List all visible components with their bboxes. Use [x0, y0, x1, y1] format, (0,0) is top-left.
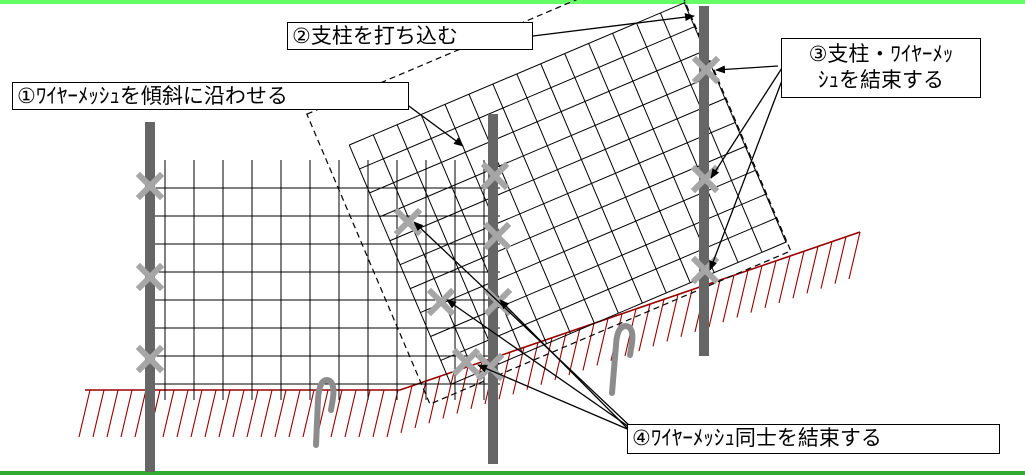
ground-hatch-line: [78, 389, 91, 438]
mesh-right-wire: [359, 25, 696, 170]
callout-step3-tie-post-and-mesh: ③支柱・ﾜｲﾔｰﾒｯ ｼｭを結束する: [781, 38, 981, 98]
ground-hatch-line: [344, 389, 357, 438]
ground-hatch-line: [274, 389, 287, 438]
ground-hatching: [78, 232, 861, 438]
ground-hatch-line: [680, 289, 693, 337]
ground-hatch-line: [134, 389, 147, 438]
ground-hatch-line: [428, 376, 441, 424]
ground-hatch-line: [834, 236, 847, 284]
support-posts: [145, 6, 709, 472]
ground-hatch-line: [246, 389, 259, 438]
ground-hatch-line: [288, 389, 301, 438]
mesh-right-wire: [379, 73, 716, 218]
ground-hatch-line: [848, 232, 861, 280]
ground-hatch-line: [708, 279, 721, 328]
ground-hatch-line: [218, 389, 231, 438]
callout-step1-wire-mesh-along-slope: ①ﾜｲﾔｰﾒｯｼｭを傾斜に沿わせる: [12, 82, 409, 110]
ground-hatch-line: [372, 389, 385, 438]
leader-step3-to-tie-bottom: [709, 69, 787, 271]
leader-step4-to-tie-b: [446, 299, 633, 430]
ground-hatch-line: [204, 389, 217, 438]
tie-x-mark: [482, 221, 512, 251]
ground-hatch-line: [330, 389, 343, 438]
ground-hatch-line: [764, 260, 777, 308]
leader-step4-to-tie-c: [477, 364, 633, 432]
callout-leader-lines: [397, 13, 787, 434]
ground-hatch-line: [736, 270, 749, 318]
ground-hatch-line: [92, 389, 105, 438]
ground-hatch-line: [302, 389, 315, 438]
ground-hatch-line: [596, 318, 609, 366]
leader-step4-to-tie-d: [499, 299, 633, 434]
ground-hatch-line: [820, 241, 833, 289]
ground-hatch-line: [120, 389, 133, 438]
ground-hatch-line: [162, 389, 175, 438]
ground-hatch-line: [666, 294, 679, 342]
tie-x-mark: [480, 161, 510, 191]
ground-hatch-line: [806, 246, 819, 294]
tie-x-mark: [135, 262, 165, 292]
mesh-right-wire: [399, 121, 737, 266]
tie-x-mark: [135, 344, 165, 374]
ground-hatch-line: [442, 371, 455, 419]
ground-hatch-line: [190, 389, 203, 438]
ground-hatch-line: [554, 332, 567, 381]
callout-step3-line2: ｼｭを結束する: [818, 68, 944, 92]
mesh-right-wire: [389, 97, 727, 242]
ground-hatch-line: [526, 342, 539, 390]
ground-hatch-line: [512, 347, 525, 395]
ground-hatch-line: [778, 255, 791, 304]
tie-x-mark: [135, 171, 165, 201]
tie-x-mark: [691, 55, 721, 85]
callout-step4-tie-meshes-together: ④ﾜｲﾔｰﾒｯｼｭ同士を結束する: [627, 424, 1000, 454]
ground-hatch-line: [386, 389, 399, 438]
leader-step2-to-post: [532, 13, 695, 37]
bottom-border-bar: [0, 471, 1025, 475]
leader-step3-to-tie-mid: [710, 67, 783, 179]
ground-surface: [78, 231, 861, 438]
mesh-right-grid: [348, 1, 788, 385]
ground-hatch-line: [652, 299, 665, 347]
anchor-pin-left: [313, 376, 337, 448]
ground-hatch-line: [414, 380, 427, 429]
top-border-bar: [0, 0, 1025, 4]
ground-hatch-line: [176, 389, 189, 438]
ground-hatch-line: [792, 251, 805, 299]
ground-hatch-line: [232, 389, 245, 438]
wire-mesh-left: [150, 160, 500, 400]
mesh-right-wire: [410, 145, 747, 290]
mesh-right-wire: [430, 193, 767, 337]
mesh-right-wire: [369, 49, 706, 194]
leader-step3-to-tie-top: [715, 65, 779, 74]
tie-x-mark: [451, 347, 481, 377]
mesh-right-wire: [450, 241, 788, 385]
ground-hatch-line: [400, 385, 413, 434]
leader-step4-to-tie-a: [413, 221, 633, 429]
callout-step3-line1: ③支柱・ﾜｲﾔｰﾒｯ: [808, 42, 954, 66]
callout-step2-drive-posts: ②支柱を打ち込む: [287, 22, 533, 50]
ground-hatch-line: [260, 389, 273, 438]
ground-hatch-line: [540, 337, 553, 385]
tie-x-mark: [393, 207, 423, 237]
tie-x-mark: [426, 287, 456, 317]
ground-hatch-line: [750, 265, 763, 313]
anchor-pin-right: [609, 322, 636, 396]
wire-mesh-right-slope: [348, 1, 788, 385]
ground-hatch-line: [106, 389, 119, 438]
ground-hatch-line: [568, 328, 581, 376]
ground-hatch-line: [582, 323, 595, 371]
anchor-pins: [313, 322, 636, 448]
ground-hatch-line: [722, 275, 735, 323]
mesh-right-wire: [349, 1, 686, 146]
